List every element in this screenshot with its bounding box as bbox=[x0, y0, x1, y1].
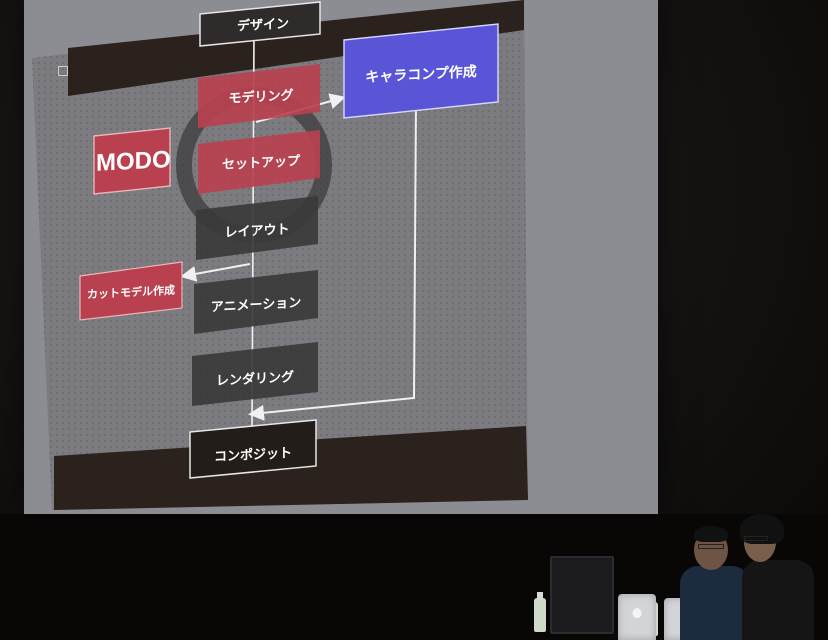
stage-monitor bbox=[550, 556, 614, 634]
node-box-layout bbox=[196, 196, 318, 260]
flow-line-chara-return bbox=[248, 101, 417, 421]
slide-top-band bbox=[68, 0, 524, 96]
presenter-right-glasses bbox=[744, 536, 768, 541]
presenter-left-glasses bbox=[698, 544, 724, 549]
node-box-modeling bbox=[198, 64, 320, 128]
slide-dot-texture bbox=[32, 0, 528, 510]
apple-logo-icon bbox=[632, 608, 642, 619]
node-box-rendering bbox=[192, 342, 318, 406]
presenter-left-hair bbox=[694, 526, 728, 542]
node-box-composite bbox=[189, 419, 317, 479]
node-box-chara-comp bbox=[343, 23, 499, 119]
projection-screen: デザイン モデリング セットアップ レイアウト アニメーション レンダリング コ… bbox=[24, 0, 658, 514]
presenter-right-torso bbox=[742, 560, 814, 640]
node-box-animation bbox=[194, 270, 318, 334]
node-box-cut-model bbox=[79, 261, 183, 321]
node-box-design bbox=[199, 1, 321, 47]
node-box-setup bbox=[198, 130, 320, 194]
slideshow-control-icon bbox=[58, 66, 68, 76]
node-box-modo bbox=[93, 127, 171, 195]
presenter-left-torso bbox=[680, 566, 750, 640]
laptop-left bbox=[618, 594, 656, 640]
water-bottle-left bbox=[534, 592, 546, 632]
presenter-right-hair bbox=[740, 514, 784, 544]
node-label-modo: MODO bbox=[96, 145, 171, 177]
slide-graphic bbox=[32, 0, 528, 510]
arrow-to-cut-model bbox=[180, 263, 251, 282]
